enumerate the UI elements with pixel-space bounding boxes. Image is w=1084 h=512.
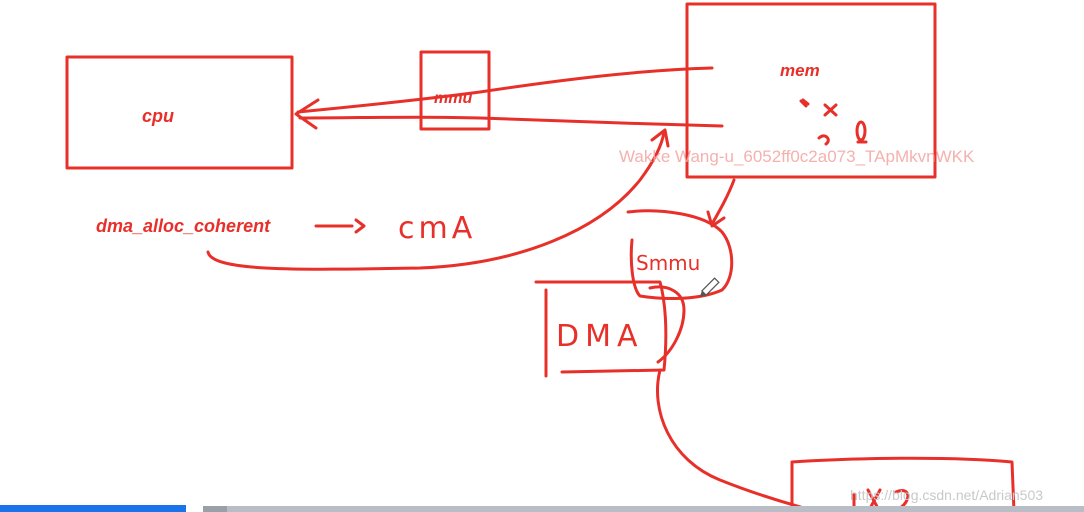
dma-alloc-label: dma_alloc_coherent bbox=[96, 216, 271, 236]
mem-box bbox=[685, 2, 937, 179]
dma-label: DMA bbox=[556, 319, 644, 354]
alloc-arrowhead bbox=[650, 128, 670, 148]
alloc-to-mem-curve bbox=[206, 130, 666, 271]
scrollbar-thumb[interactable] bbox=[203, 506, 227, 512]
horizontal-scrollbar[interactable] bbox=[203, 506, 1084, 512]
mem-to-cpu-arrow bbox=[296, 66, 714, 114]
mem-label: mem bbox=[780, 61, 820, 80]
mem-scribble-1 bbox=[799, 98, 810, 108]
bottom-right-watermark: https://blog.csdn.net/Adrian503 bbox=[850, 487, 1043, 503]
dma-to-device-curve bbox=[656, 368, 806, 510]
dma-box bbox=[534, 280, 668, 378]
cpu-arrowhead bbox=[294, 98, 320, 130]
cma-label: cmA bbox=[398, 211, 476, 246]
progress-bar-left bbox=[0, 505, 186, 512]
cma-arrow-head bbox=[354, 218, 366, 234]
mem-scribble-2 bbox=[823, 103, 838, 117]
smmu-label: Smmu bbox=[636, 251, 700, 275]
cpu-label: cpu bbox=[142, 106, 174, 126]
mem-scribble-4 bbox=[855, 120, 867, 142]
mem-to-smmu-arrow bbox=[710, 178, 736, 226]
mmu-label: mmu bbox=[434, 90, 472, 107]
cpu-return-line bbox=[298, 115, 724, 128]
cpu-box bbox=[65, 55, 294, 170]
smmu-blob bbox=[626, 209, 734, 300]
device-box bbox=[790, 456, 1016, 512]
smmu-dma-connector bbox=[648, 285, 686, 364]
device-handwriting bbox=[852, 488, 910, 512]
center-watermark: Wakke Wang-u_6052ff0c2a073_TApMkvnWKK bbox=[619, 147, 975, 166]
mem-scribble-3 bbox=[817, 134, 830, 146]
